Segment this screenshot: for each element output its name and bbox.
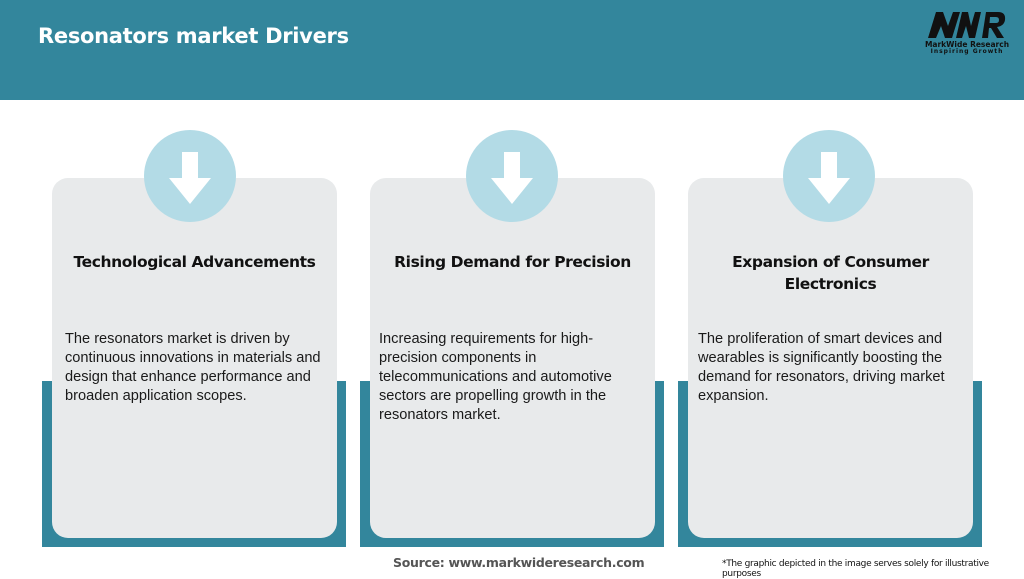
arrow-down-icon (808, 152, 850, 204)
arrow-down-icon (169, 152, 211, 204)
source-credit: Source: www.markwideresearch.com (393, 555, 645, 570)
logo-name: MarkWide Research (924, 40, 1010, 49)
card-description: Increasing requirements for high-precisi… (379, 331, 612, 423)
icon-circle (144, 130, 236, 222)
card-description: The proliferation of smart devices and w… (698, 331, 945, 404)
markwide-logo: MarkWide Research Inspiring Growth (922, 10, 1012, 58)
mwr-logo-icon (928, 12, 1006, 38)
driver-card-technological-advancements: Technological Advancements The resonator… (52, 178, 337, 538)
logo-tagline: Inspiring Growth (930, 48, 1004, 55)
driver-card-rising-demand-for-precision: Rising Demand for Precision Increasing r… (370, 178, 655, 538)
page-title: Resonators market Drivers (38, 24, 349, 48)
icon-circle (466, 130, 558, 222)
card-title: Rising Demand for Precision (394, 253, 631, 271)
disclaimer-note: *The graphic depicted in the image serve… (722, 559, 989, 579)
header-banner: Resonators market Drivers MarkWide Resea… (0, 0, 1024, 100)
icon-circle (783, 130, 875, 222)
driver-card-expansion-of-consumer-electronics: Expansion of Consumer Electronics The pr… (688, 178, 973, 538)
card-title: Technological Advancements (73, 253, 316, 271)
arrow-down-icon (491, 152, 533, 204)
card-title: Expansion of Consumer Electronics (732, 253, 929, 293)
card-description: The resonators market is driven by conti… (65, 331, 321, 404)
